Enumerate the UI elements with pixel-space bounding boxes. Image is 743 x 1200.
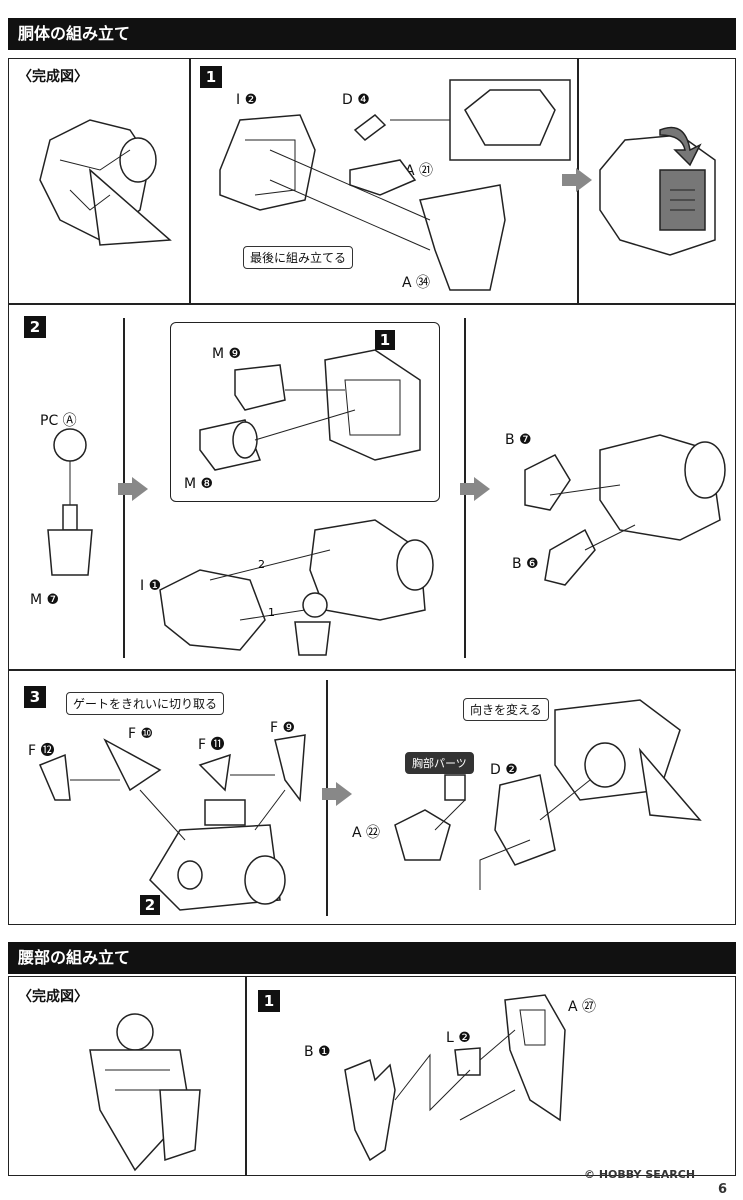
- sub-step-illustration: [199, 349, 421, 471]
- callout-trim-gate: ゲートをきれいに切り取る: [66, 692, 225, 715]
- pc-joint-illustration: [47, 428, 93, 576]
- step1-illustration: [219, 79, 571, 291]
- part-label: B ❻: [512, 556, 539, 572]
- part-label: M ❼: [30, 592, 60, 608]
- step1-result-illustration: [599, 126, 716, 256]
- sub-step-panel: [170, 322, 440, 502]
- row4-panel: [8, 976, 736, 1176]
- section-title-waist: 腰部の組み立て: [8, 942, 736, 974]
- part-label: L ❷: [446, 1030, 471, 1046]
- sub-step-marker: 1: [268, 606, 275, 619]
- step-number: 1: [258, 990, 280, 1012]
- completed-label: 〈完成図〉: [18, 989, 88, 1005]
- step-ref: 2: [140, 895, 160, 915]
- part-label: A ㉒: [352, 825, 381, 841]
- row2-panel: [8, 304, 736, 670]
- sub-step-marker: 2: [258, 558, 265, 571]
- part-label: I ❷: [236, 92, 258, 108]
- completed-waist-illustration: [89, 1013, 201, 1172]
- step4-illustration: [344, 994, 566, 1162]
- callout-chest-part: 胸部パーツ: [405, 752, 474, 774]
- part-label: F ⓬: [28, 743, 55, 759]
- part-label: D ❷: [490, 762, 518, 778]
- step-number: 1: [200, 66, 222, 88]
- divider: [189, 58, 191, 304]
- part-label: M ❾: [212, 346, 242, 362]
- watermark: © HOBBY SEARCH: [584, 1168, 696, 1181]
- completed-label: 〈完成図〉: [18, 69, 88, 85]
- next-arrow-icon: [322, 782, 352, 806]
- completed-torso-illustration: [39, 119, 172, 246]
- part-label: PC Ⓐ: [40, 413, 77, 429]
- part-label: M ❽: [184, 476, 214, 492]
- part-label: A ㉗: [568, 999, 597, 1015]
- step-ref: 1: [375, 330, 395, 350]
- next-arrow-icon: [118, 477, 148, 501]
- next-arrow-icon: [562, 168, 592, 192]
- row1-panel: [8, 58, 736, 304]
- step-number: 3: [24, 686, 46, 708]
- part-label: B ❼: [505, 432, 532, 448]
- divider: [245, 976, 247, 1176]
- part-label: F ⓫: [198, 737, 225, 753]
- section-title-torso: 胴体の組み立て: [8, 18, 736, 50]
- step3-armor-illustration: [39, 734, 306, 911]
- part-label: F ❿: [128, 726, 154, 742]
- page-number: 6: [718, 1182, 728, 1197]
- step2-result-illustration: [524, 434, 726, 586]
- part-label: I ❶: [140, 578, 162, 594]
- next-arrow-icon: [460, 477, 490, 501]
- callout-change-direction: 向きを変える: [463, 698, 549, 721]
- callout-assemble-last: 最後に組み立てる: [243, 246, 354, 269]
- step2-assembly-illustration: 2 1: [159, 519, 434, 656]
- part-label: D ❹: [342, 92, 370, 108]
- step-number: 2: [24, 316, 46, 338]
- part-label: A ㉞: [402, 275, 431, 291]
- part-label: F ❾: [270, 720, 296, 736]
- step3-result-illustration: [394, 699, 702, 890]
- part-label: B ❶: [304, 1044, 331, 1060]
- row3-panel: [8, 670, 736, 925]
